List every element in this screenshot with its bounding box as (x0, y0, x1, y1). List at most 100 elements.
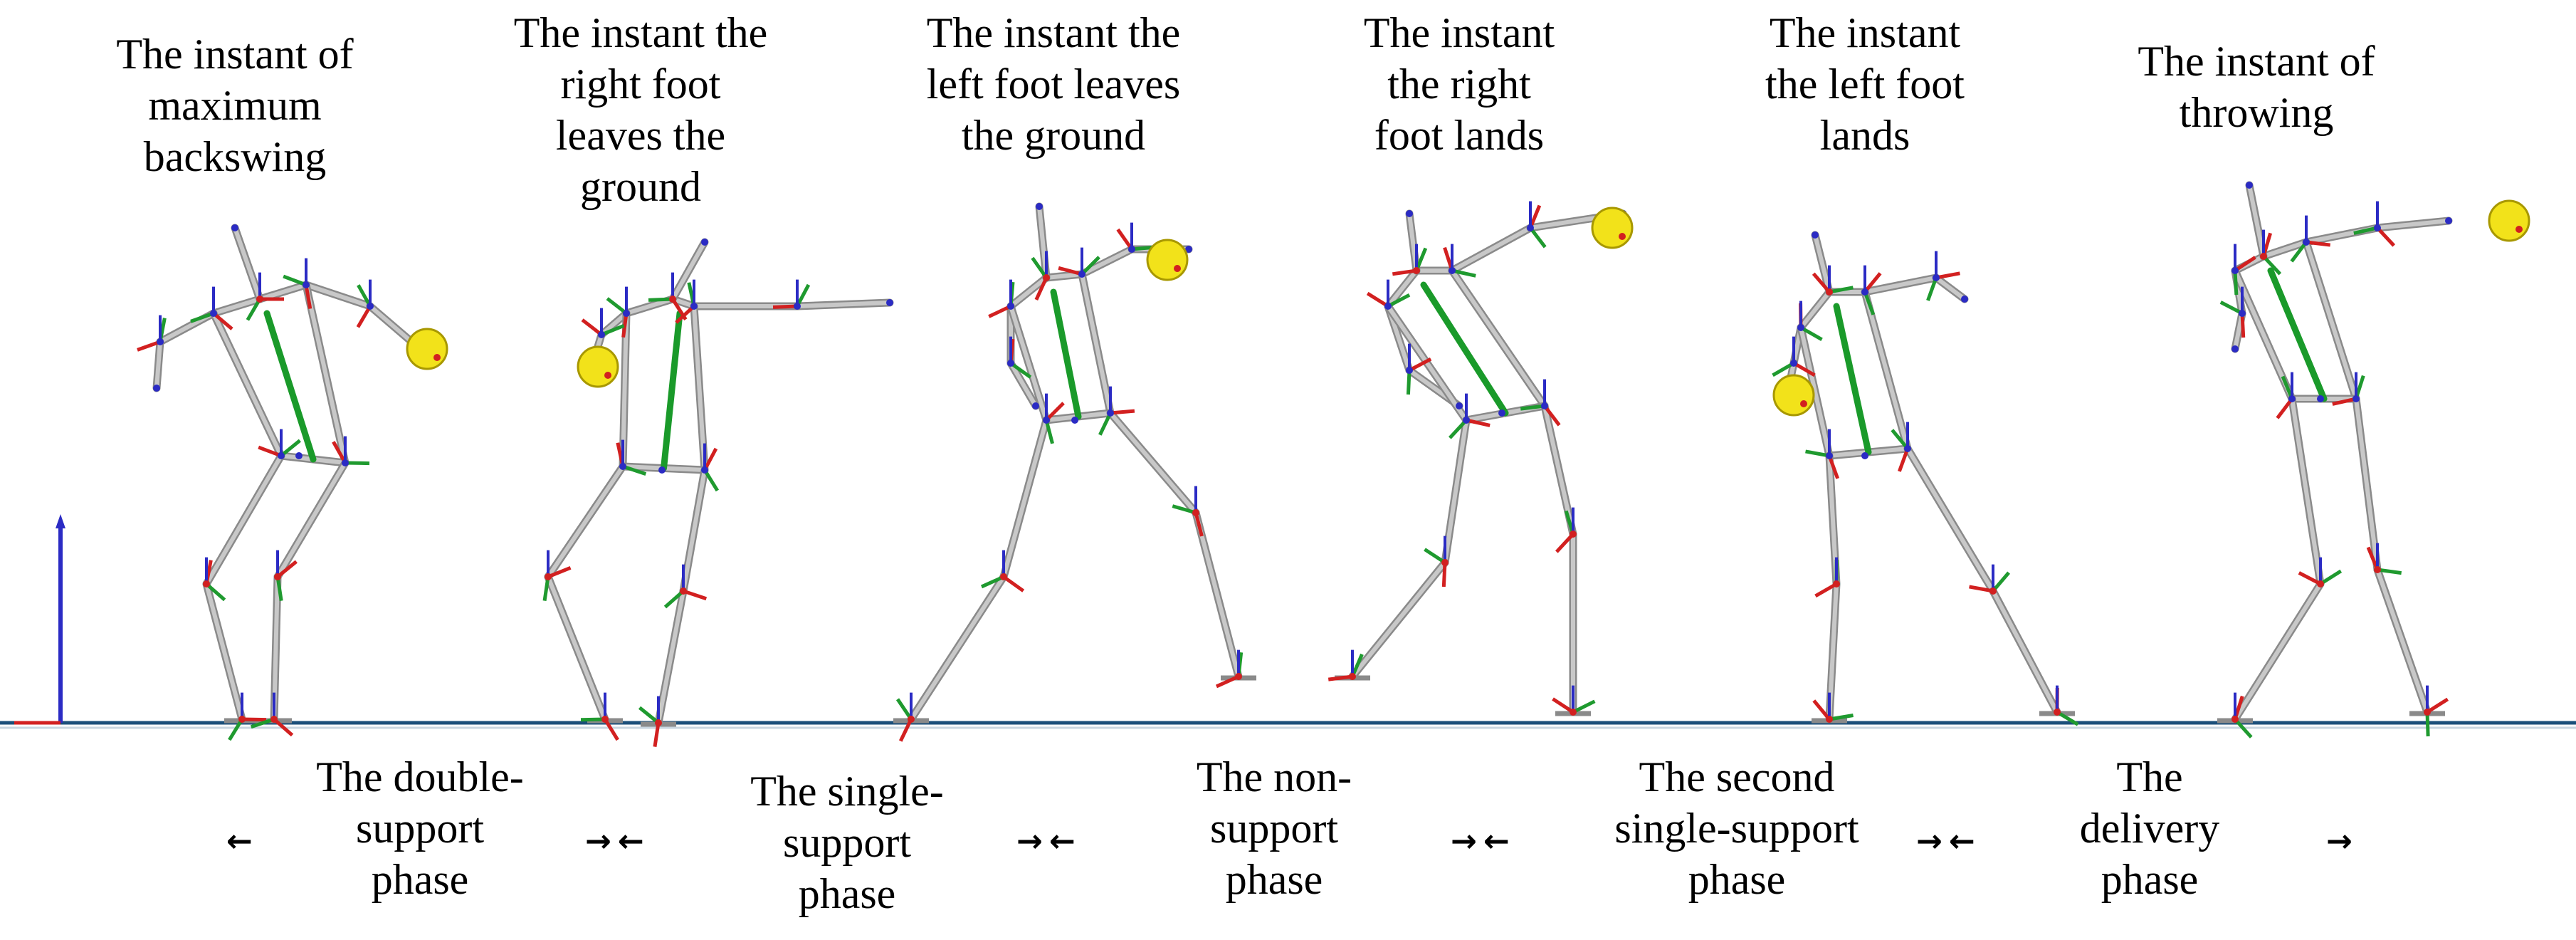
bone (1009, 276, 1048, 308)
stick-figure-right-foot-lands (1328, 201, 1634, 716)
joint-marker (1961, 296, 1968, 303)
bone (1108, 411, 1198, 515)
bone (546, 575, 607, 721)
bone (211, 297, 262, 315)
joint-marker (295, 452, 303, 459)
joint-marker (2231, 267, 2239, 274)
arrow-left-icon: ← (1049, 823, 1076, 860)
joint-axis-x (1898, 448, 1910, 472)
joint-marker (2445, 217, 2452, 224)
joint-axis-x (258, 445, 282, 458)
joint-axis-y (190, 311, 214, 323)
phase-label-single-support: The single- support phase (750, 768, 944, 917)
joint-marker (655, 719, 662, 726)
bone (1863, 276, 1938, 294)
joint-axis-x (772, 304, 798, 309)
joint-marker (908, 716, 915, 723)
joint-axis-x (1827, 455, 1840, 479)
joint-axis-y (2290, 241, 2308, 263)
joint-axis-y (1863, 291, 1876, 315)
joint-marker (1406, 210, 1413, 217)
joint-axis-y (980, 575, 1005, 589)
joint-axis-x (1328, 674, 1353, 682)
joint-axis-x (1366, 291, 1389, 308)
joint-axis-y (663, 590, 685, 609)
joint-marker (669, 296, 676, 303)
joint-marker (1861, 452, 1868, 459)
bone (1080, 247, 1134, 276)
joint-marker (690, 303, 698, 310)
joint-axis-y (1992, 571, 2011, 592)
bone (204, 582, 244, 721)
joint-axis-x (2332, 397, 2357, 406)
instant-label-right-foot-lands: The instant the right foot lands (1363, 9, 1555, 159)
joint-axis-x (898, 718, 913, 742)
stick-figure-max-backswing (137, 224, 448, 741)
joint-axis-y (1529, 226, 1547, 249)
joint-axis-y (280, 439, 301, 457)
joint-marker (2424, 709, 2431, 716)
joint-marker (1071, 417, 1078, 424)
joint-axis-y (2219, 301, 2244, 315)
joint-marker (1128, 246, 1135, 253)
stick-figure-left-foot-leaves (893, 202, 1256, 742)
joint-axis-y (601, 323, 625, 337)
joint-axis-x (621, 313, 629, 338)
joint-axis-y (2233, 270, 2239, 296)
ball (2488, 199, 2530, 242)
bone (2304, 240, 2358, 401)
joint-axis-y (1805, 449, 1830, 458)
bone (909, 575, 1006, 721)
joint-marker (274, 573, 281, 580)
joint-axis-x (1555, 533, 1574, 553)
trunk-segment (661, 310, 683, 471)
joint-marker (256, 296, 263, 303)
joint-axis-x (1441, 562, 1447, 588)
joint-axis-y (1451, 268, 1476, 278)
joint-marker (1043, 274, 1050, 281)
joint-marker (1826, 716, 1833, 723)
bone (211, 311, 283, 458)
joint-marker (1032, 402, 1039, 409)
joint-axis-x (1215, 674, 1240, 689)
joint-marker (1078, 271, 1085, 278)
phase-label-second-single-support: The second single-support phase (1614, 753, 1859, 903)
bone (1934, 276, 1967, 301)
bone (2247, 183, 2266, 258)
joint-marker (231, 224, 238, 231)
bone (2375, 219, 2451, 230)
bone (1799, 290, 1831, 330)
arrow-left-icon: ← (226, 823, 253, 860)
joint-marker (1185, 246, 1192, 253)
joint-axis-y (250, 717, 275, 729)
joint-marker (2317, 395, 2324, 402)
joint-axis-x (703, 447, 718, 471)
joint-axis-x (212, 312, 233, 330)
joint-axis-y (2056, 710, 2079, 726)
joint-axis-x (1935, 271, 1960, 280)
joint-marker (2246, 182, 2253, 189)
joint-axis-y (1926, 277, 1938, 301)
joint-marker (1833, 580, 1840, 588)
joint-marker (1235, 673, 1242, 680)
joint-marker (623, 310, 630, 317)
joint-axis-y (1829, 714, 1854, 721)
joint-axis-x (1552, 697, 1574, 714)
bone (1194, 511, 1241, 679)
joint-axis-x (241, 717, 267, 722)
joint-axis-x (1045, 402, 1065, 422)
ball (1591, 207, 1634, 249)
trunk-segment (2267, 267, 2328, 402)
joint-marker (203, 580, 210, 588)
joint-marker (2303, 239, 2310, 246)
instant-label-throwing: The instant of throwing (2138, 38, 2375, 136)
joint-axis-y (1081, 256, 1100, 276)
joint-marker (701, 239, 708, 246)
ball-marker (604, 372, 611, 379)
joint-marker (1441, 559, 1449, 566)
joint-axis-x (1812, 699, 1831, 721)
bone (1386, 304, 1468, 422)
trunk-segment (1050, 288, 1082, 420)
joint-axis-x (137, 340, 161, 352)
joint-axis-x (1812, 272, 1831, 293)
